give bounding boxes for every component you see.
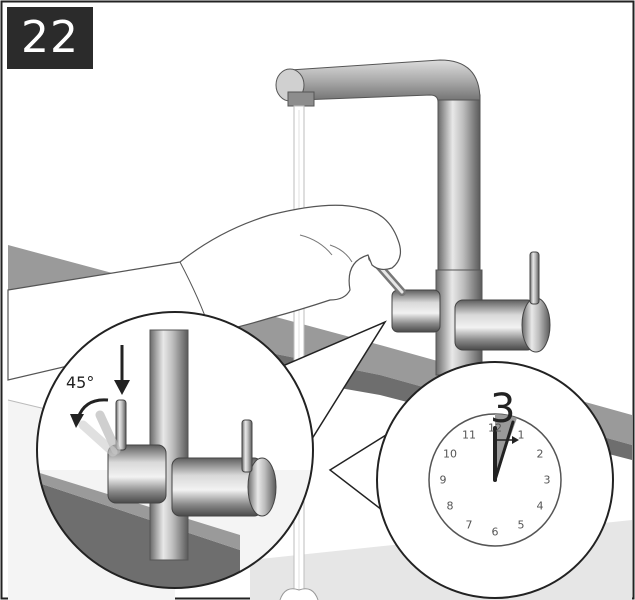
- clock-hand-end: [493, 420, 515, 482]
- clock-number: 11: [462, 428, 476, 442]
- step-number-badge: 22: [7, 7, 93, 69]
- rotation-angle-label: 45°: [66, 373, 95, 392]
- clock-number: 2: [536, 447, 544, 461]
- clock-number: 8: [446, 499, 454, 513]
- clock-number: 4: [536, 499, 544, 513]
- timer-circle: [376, 361, 614, 599]
- clock-number: 10: [442, 447, 457, 461]
- clock-number: 5: [517, 518, 525, 532]
- water-stream: [279, 105, 319, 600]
- clock-number: 6: [491, 525, 499, 539]
- timer-minutes-label: 3: [490, 386, 516, 432]
- clock-number: 3: [543, 473, 551, 487]
- clock-number: 9: [439, 473, 447, 487]
- faucet: [275, 59, 551, 376]
- lever-detail-circle: [36, 311, 314, 589]
- clock-number: 1: [517, 428, 525, 442]
- clock-number: 7: [465, 518, 473, 532]
- clock-number: 12: [488, 421, 502, 435]
